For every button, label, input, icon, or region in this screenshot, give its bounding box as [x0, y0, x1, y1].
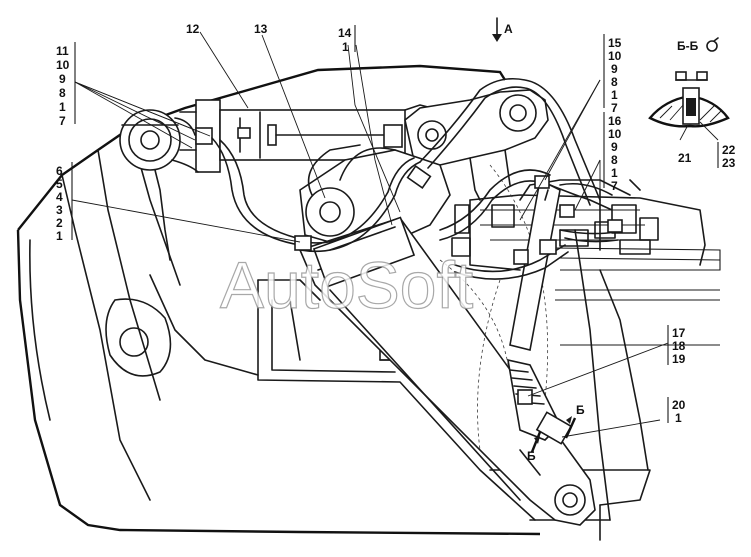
label-21: 21 — [678, 151, 692, 165]
label-10a: 10 — [56, 58, 70, 72]
label-11a: 11 — [56, 44, 69, 58]
label-13: 13 — [254, 22, 268, 36]
callout-bars — [71, 25, 719, 423]
label-7a: 7 — [59, 114, 66, 128]
section-mark-lower: Б — [527, 449, 536, 463]
fittings — [294, 164, 623, 405]
section-title: Б-Б — [677, 39, 699, 53]
label-19: 19 — [672, 352, 686, 366]
label-6: 6 — [56, 164, 63, 178]
label-7c: 7 — [611, 179, 618, 193]
label-8b: 8 — [611, 75, 618, 89]
label-9a: 9 — [59, 72, 66, 86]
label-16: 16 — [608, 114, 622, 128]
label-20: 20 — [672, 398, 686, 412]
section-mark-upper: Б — [576, 403, 585, 417]
main-boom — [298, 216, 596, 526]
label-7b: 7 — [611, 101, 618, 115]
callout-labels: 11 10 9 8 1 7 12 13 14 1 А 15 10 9 8 1 7… — [56, 22, 736, 463]
label-1c: 1 — [611, 88, 618, 102]
label-9c: 9 — [611, 140, 618, 154]
label-8a: 8 — [59, 86, 66, 100]
label-22: 22 — [722, 143, 736, 157]
label-8c: 8 — [611, 153, 618, 167]
label-17: 17 — [672, 326, 686, 340]
label-14: 14 — [338, 26, 352, 40]
leader-lines — [71, 31, 719, 438]
watermark: AutoSoft — [220, 248, 473, 322]
view-arrow-label: А — [504, 22, 513, 36]
hydraulic-hoses — [211, 77, 619, 280]
section-detail-bb — [648, 71, 730, 128]
diagonal-hydraulic-cylinder — [477, 178, 573, 451]
label-10b: 10 — [608, 49, 622, 63]
gearbox — [439, 164, 721, 521]
label-4: 4 — [56, 190, 63, 204]
label-3: 3 — [56, 203, 63, 217]
view-arrows — [492, 17, 719, 453]
label-2: 2 — [56, 216, 63, 230]
label-10c: 10 — [608, 127, 622, 141]
label-23: 23 — [722, 156, 736, 170]
label-12: 12 — [186, 22, 200, 36]
upper-lift-arm — [404, 89, 549, 201]
label-1e: 1 — [56, 229, 63, 243]
label-5: 5 — [56, 177, 63, 191]
label-1f: 1 — [675, 411, 682, 425]
machine-body — [16, 64, 541, 536]
label-15: 15 — [608, 36, 622, 50]
label-18: 18 — [672, 339, 686, 353]
label-9b: 9 — [611, 62, 618, 76]
label-1d: 1 — [611, 166, 618, 180]
label-1a: 1 — [59, 100, 66, 114]
label-1b: 1 — [342, 40, 349, 54]
